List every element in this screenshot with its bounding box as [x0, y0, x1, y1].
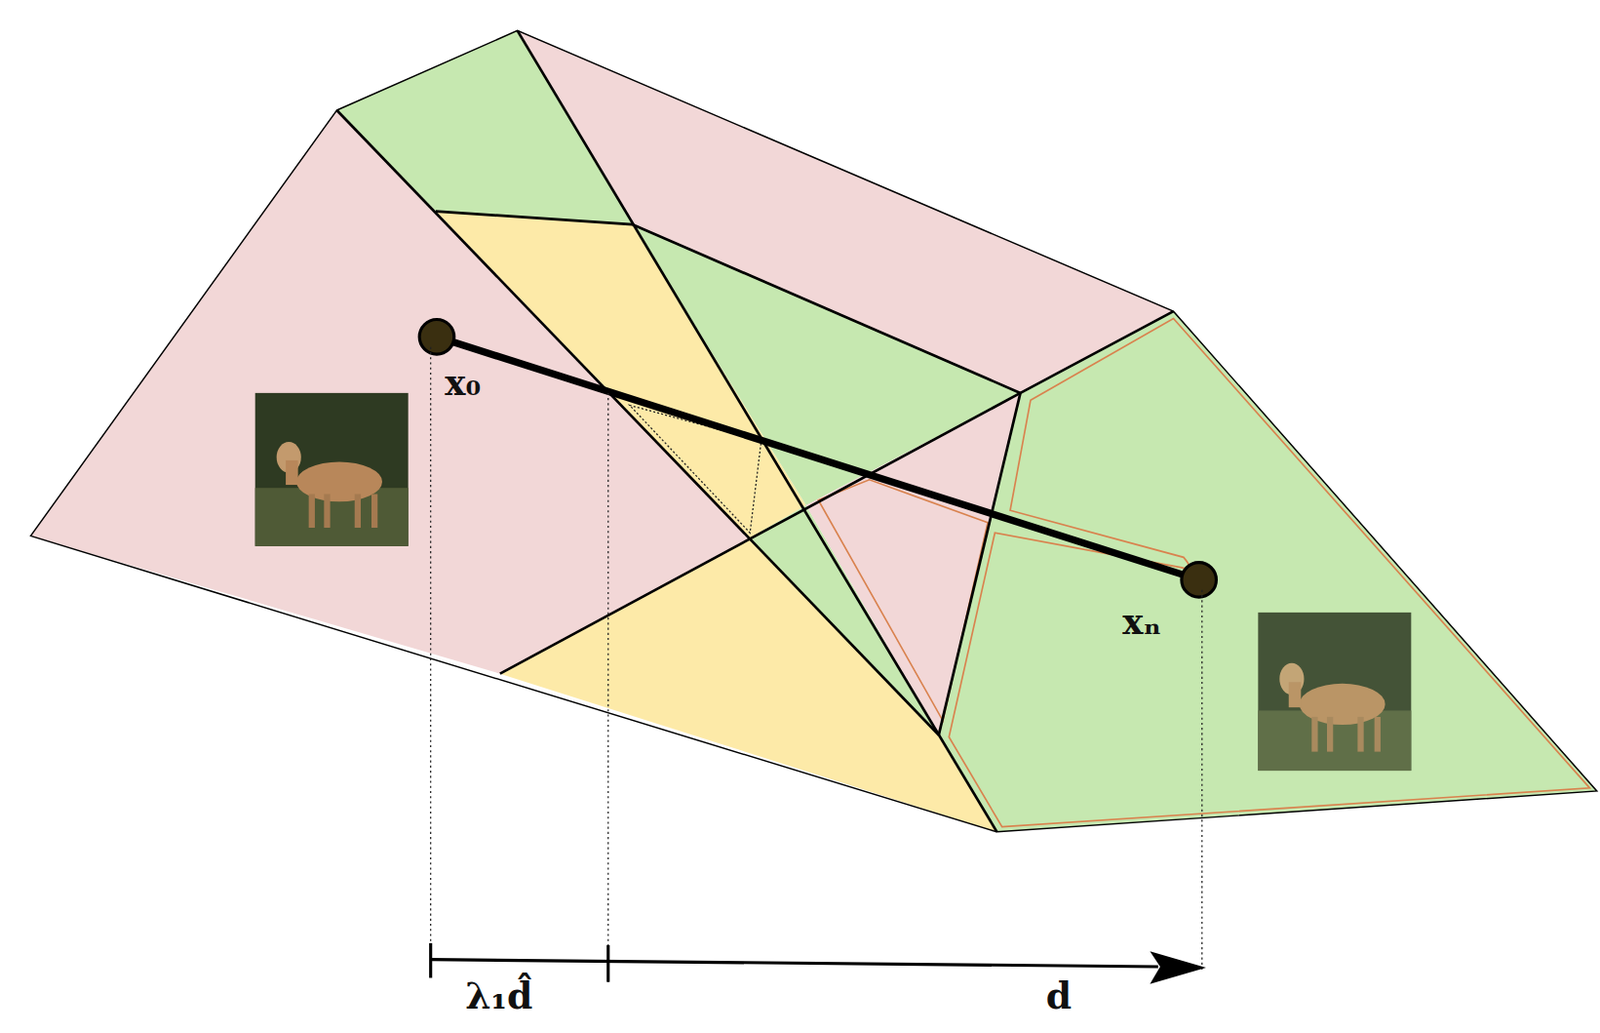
- point-label: xₙ: [1122, 604, 1162, 640]
- arrow-head: [1149, 950, 1207, 983]
- dimension-tick: [429, 942, 432, 978]
- polytope-outline: [30, 30, 1597, 831]
- hyperplane-line: [938, 392, 1021, 736]
- dotted-triangle: [629, 404, 762, 533]
- projection-guide: [1201, 589, 1203, 970]
- projection-guide: [607, 392, 609, 982]
- dimension-tick: [606, 944, 610, 982]
- projection-guide: [429, 347, 431, 978]
- hyperplane-line: [336, 110, 938, 735]
- hyperplane-line: [500, 392, 1021, 674]
- linear-region: [938, 311, 1598, 832]
- decision-contour: [818, 317, 1590, 826]
- endpoint-dot: [1181, 562, 1217, 598]
- image-thumbnail: [1257, 612, 1411, 771]
- hyperplane-line: [1020, 311, 1174, 393]
- dimension-label: λ₁d̂: [465, 977, 533, 1015]
- point-label: x₀: [444, 365, 481, 401]
- direction-axis: [430, 959, 1159, 967]
- hyperplane-line: [435, 211, 633, 226]
- hyperplane-line: [632, 224, 1021, 393]
- hyperplane-line: [517, 30, 998, 831]
- interpolation-path: [436, 336, 1200, 580]
- endpoint-dot: [419, 319, 455, 355]
- linear-region: [517, 30, 1174, 392]
- image-thumbnail: [255, 392, 409, 547]
- dimension-label: d: [1046, 977, 1072, 1015]
